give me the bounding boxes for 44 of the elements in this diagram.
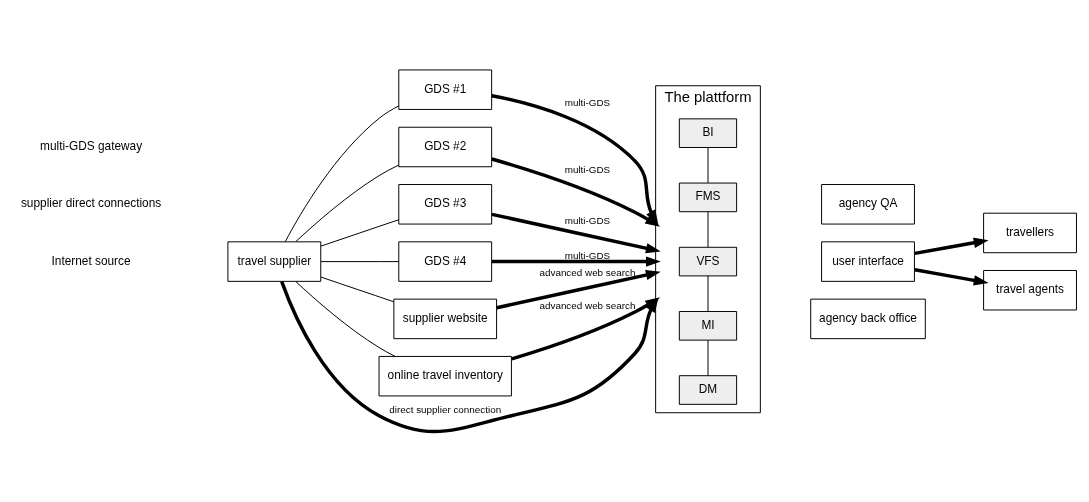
edge-label: advanced web search xyxy=(539,267,636,279)
connector xyxy=(707,275,709,312)
edge-label: multi-GDS xyxy=(564,96,611,108)
node-box: agency QA xyxy=(821,184,915,225)
arrow xyxy=(914,237,989,256)
node-box: user interface xyxy=(821,241,915,282)
node-box: GDS #2 xyxy=(398,126,493,168)
connector xyxy=(707,147,709,184)
node-box: BI xyxy=(678,118,738,148)
arrow xyxy=(491,157,661,227)
connector xyxy=(320,219,400,247)
node-box: agency back office xyxy=(810,298,926,340)
connector xyxy=(284,105,400,243)
connector xyxy=(320,276,395,303)
connector xyxy=(707,211,709,248)
arrow xyxy=(914,268,989,286)
label: Internet source xyxy=(51,253,131,268)
node-box: supplier website xyxy=(393,298,498,340)
arrow xyxy=(496,269,661,310)
node-box: MI xyxy=(678,311,738,341)
label: supplier direct connections xyxy=(20,196,162,211)
node-box: online travel inventory xyxy=(378,355,512,397)
node-box: GDS #1 xyxy=(398,69,493,110)
connector xyxy=(320,261,400,263)
edge-label: multi-GDS xyxy=(564,215,611,227)
edge-label: multi-GDS xyxy=(564,249,611,261)
node-box: FMS xyxy=(678,182,738,213)
label: multi-GDS gateway xyxy=(40,139,143,154)
edge-label: multi-GDS xyxy=(564,163,611,175)
node-box: GDS #4 xyxy=(398,241,493,282)
node-box: travellers xyxy=(983,212,1077,254)
arrow xyxy=(491,256,661,267)
arrow xyxy=(491,212,661,254)
node-box: VFS xyxy=(678,246,738,277)
edge-label: advanced web search xyxy=(539,300,636,312)
node-box: GDS #3 xyxy=(398,184,493,225)
arrow xyxy=(491,94,659,225)
node-box: travel supplier xyxy=(227,241,322,282)
node-box: DM xyxy=(678,375,738,405)
edge-label: direct supplier connection xyxy=(389,403,502,415)
connector xyxy=(707,339,709,376)
connector xyxy=(295,164,399,243)
node-box: travel agents xyxy=(983,270,1077,311)
connector xyxy=(295,281,396,357)
